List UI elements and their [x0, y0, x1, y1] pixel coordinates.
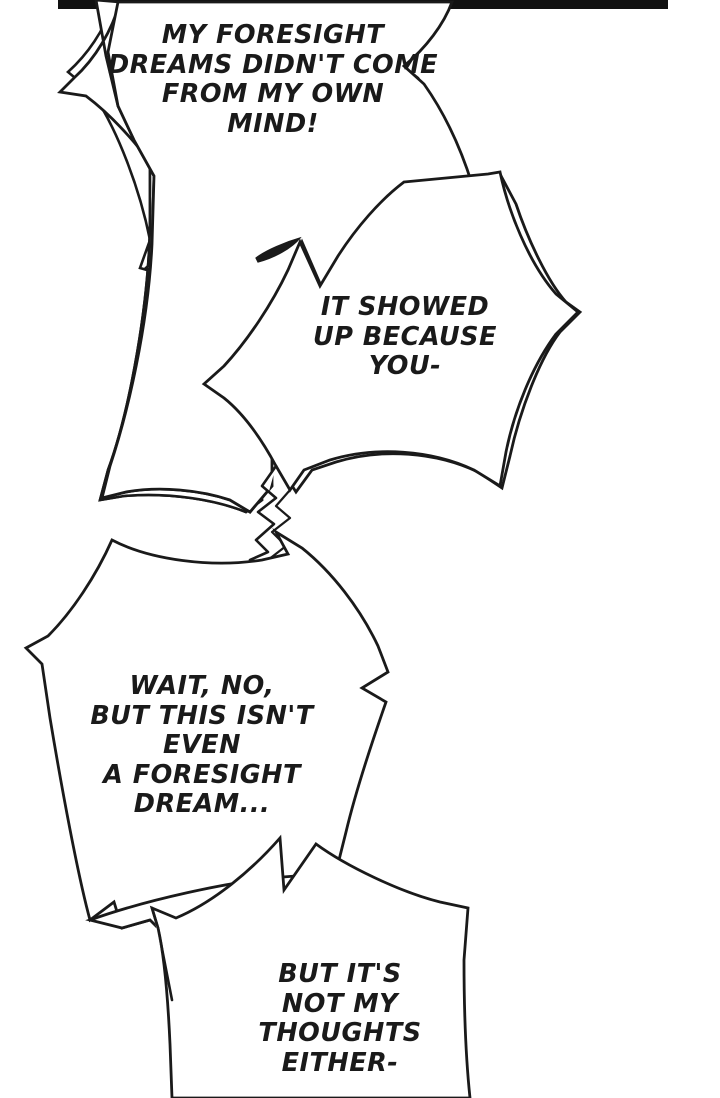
bubble-4-left-notch	[150, 906, 174, 1002]
tail-dash-sliver	[255, 236, 302, 263]
tail-zigzag	[248, 464, 278, 562]
tail-zigzag-inner	[266, 488, 292, 562]
bubble-2-outline	[201, 170, 581, 493]
